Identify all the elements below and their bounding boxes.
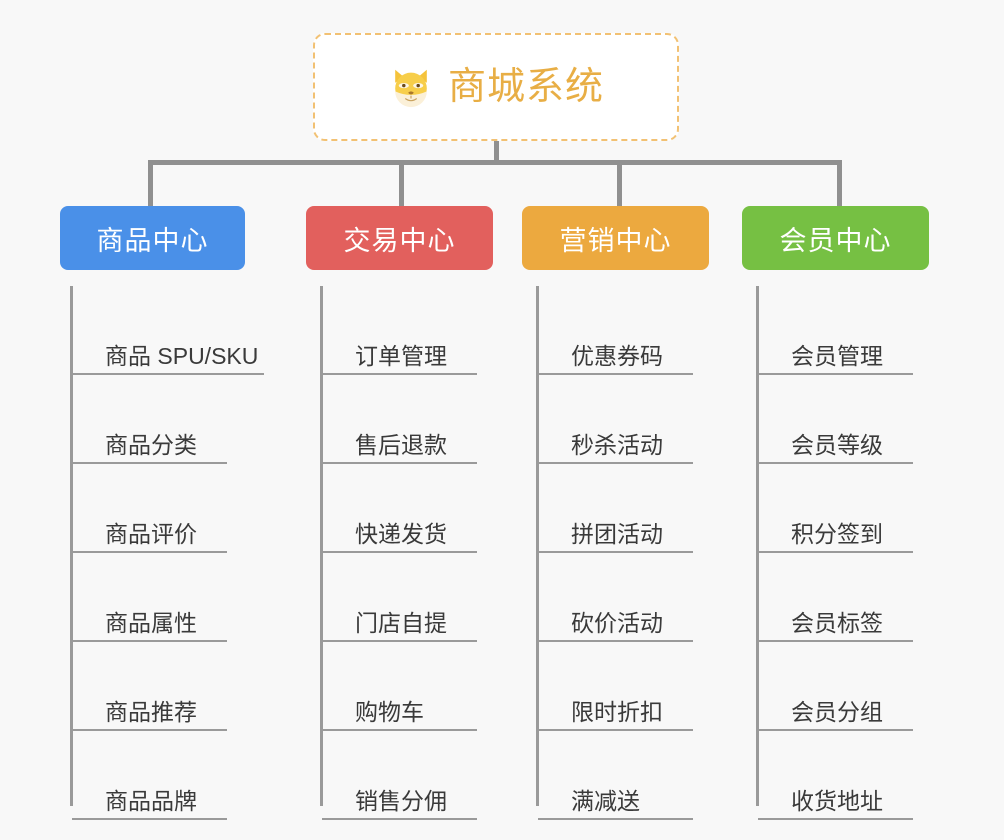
leaf-item-underline xyxy=(322,462,477,464)
branch-spine-trade xyxy=(320,286,323,806)
root-title: 商城系统 xyxy=(447,66,604,108)
leaf-item-underline xyxy=(758,462,913,464)
branch-item-list-marketing: 优惠券码秒杀活动拼团活动砍价活动限时折扣满减送 xyxy=(536,286,729,820)
leaf-item-label: 积分签到 xyxy=(791,520,883,547)
leaf-item-underline xyxy=(538,729,693,731)
leaf-item[interactable]: 商品推荐 xyxy=(72,642,260,731)
leaf-item-underline xyxy=(322,551,477,553)
leaf-item[interactable]: 销售分佣 xyxy=(322,731,511,820)
branch-item-list-product: 商品 SPU/SKU 商品分类商品评价商品属性商品推荐商品品牌 xyxy=(70,286,264,820)
connector-drop-2 xyxy=(399,160,404,208)
branch-column-marketing: 营销中心优惠券码秒杀活动拼团活动砍价活动限时折扣满减送 xyxy=(509,206,729,820)
leaf-item[interactable]: 门店自提 xyxy=(322,553,511,642)
leaf-item-underline xyxy=(538,818,693,820)
root-node[interactable]: 商城系统 xyxy=(313,33,679,141)
leaf-item[interactable]: 商品评价 xyxy=(72,464,260,553)
leaf-item-label: 销售分佣 xyxy=(355,787,447,814)
branch-spine-member xyxy=(756,286,759,806)
leaf-item-underline xyxy=(538,373,693,375)
leaf-item-underline xyxy=(72,462,227,464)
branch-columns: 商品中心商品 SPU/SKU 商品分类商品评价商品属性商品推荐商品品牌 交易中心订单… xyxy=(0,206,1004,840)
branch-header-trade[interactable]: 交易中心 xyxy=(306,206,493,270)
branch-spine-product xyxy=(70,286,73,806)
leaf-item-label: 商品推荐 xyxy=(105,698,197,725)
leaf-item[interactable]: 订单管理 xyxy=(322,286,511,375)
branch-spine-marketing xyxy=(536,286,539,806)
connector-trunk xyxy=(494,141,499,164)
leaf-item[interactable]: 砍价活动 xyxy=(538,553,729,642)
leaf-item-underline xyxy=(72,551,227,553)
leaf-item-underline xyxy=(322,818,477,820)
leaf-item-underline xyxy=(538,551,693,553)
shiba-dog-face-icon xyxy=(395,69,427,108)
leaf-item[interactable]: 会员等级 xyxy=(758,375,949,464)
leaf-item[interactable]: 商品属性 xyxy=(72,553,260,642)
leaf-item[interactable]: 收货地址 xyxy=(758,731,949,820)
leaf-item-label: 优惠券码 xyxy=(571,342,663,369)
leaf-item[interactable]: 拼团活动 xyxy=(538,464,729,553)
leaf-item[interactable]: 积分签到 xyxy=(758,464,949,553)
leaf-item-underline xyxy=(72,373,264,375)
leaf-item-label: 会员分组 xyxy=(791,698,883,725)
connector-drop-3 xyxy=(617,160,622,208)
leaf-item-underline xyxy=(72,818,227,820)
leaf-item-underline xyxy=(758,818,913,820)
branch-column-trade: 交易中心订单管理售后退款快递发货门店自提购物车销售分佣 xyxy=(291,206,511,820)
leaf-item-label: 收货地址 xyxy=(791,787,883,814)
leaf-item-label: 限时折扣 xyxy=(571,698,663,725)
leaf-item[interactable]: 快递发货 xyxy=(322,464,511,553)
leaf-item-label: 拼团活动 xyxy=(571,520,663,547)
leaf-item-underline xyxy=(72,640,227,642)
leaf-item-underline xyxy=(538,462,693,464)
leaf-item[interactable]: 会员标签 xyxy=(758,553,949,642)
leaf-item-underline xyxy=(758,729,913,731)
leaf-item-label: 商品分类 xyxy=(105,431,197,458)
leaf-item[interactable]: 满减送 xyxy=(538,731,729,820)
leaf-item[interactable]: 限时折扣 xyxy=(538,642,729,731)
branch-column-member: 会员中心会员管理会员等级积分签到会员标签会员分组收货地址 xyxy=(729,206,949,820)
leaf-item-label: 购物车 xyxy=(355,698,424,725)
leaf-item-label: 会员等级 xyxy=(791,431,883,458)
leaf-item-underline xyxy=(322,373,477,375)
leaf-item-underline xyxy=(758,640,913,642)
branch-header-marketing[interactable]: 营销中心 xyxy=(522,206,709,270)
leaf-item-underline xyxy=(322,640,477,642)
leaf-item-label: 砍价活动 xyxy=(571,609,663,636)
leaf-item[interactable]: 购物车 xyxy=(322,642,511,731)
leaf-item-label: 快递发货 xyxy=(355,520,447,547)
leaf-item-underline xyxy=(758,551,913,553)
leaf-item-underline xyxy=(758,373,913,375)
leaf-item[interactable]: 秒杀活动 xyxy=(538,375,729,464)
leaf-item-label: 满减送 xyxy=(571,787,640,814)
connector-bus xyxy=(148,160,842,165)
leaf-item[interactable]: 商品品牌 xyxy=(72,731,260,820)
leaf-item-underline xyxy=(538,640,693,642)
leaf-item-label: 商品属性 xyxy=(105,609,197,636)
leaf-item[interactable]: 会员分组 xyxy=(758,642,949,731)
leaf-item-label: 门店自提 xyxy=(355,609,447,636)
branch-column-product: 商品中心商品 SPU/SKU 商品分类商品评价商品属性商品推荐商品品牌 xyxy=(40,206,264,820)
connector-drop-4 xyxy=(837,160,842,208)
leaf-item-label: 会员管理 xyxy=(791,342,883,369)
branch-header-product[interactable]: 商品中心 xyxy=(60,206,245,270)
leaf-item[interactable]: 售后退款 xyxy=(322,375,511,464)
leaf-item-label: 售后退款 xyxy=(355,431,447,458)
leaf-item-label: 会员标签 xyxy=(791,609,883,636)
leaf-item-underline xyxy=(322,729,477,731)
leaf-item-label: 商品评价 xyxy=(105,520,197,547)
branch-item-list-trade: 订单管理售后退款快递发货门店自提购物车销售分佣 xyxy=(320,286,511,820)
leaf-item[interactable]: 优惠券码 xyxy=(538,286,729,375)
leaf-item[interactable]: 商品 SPU/SKU xyxy=(72,286,264,375)
leaf-item-label: 订单管理 xyxy=(355,342,447,369)
leaf-item-underline xyxy=(72,729,227,731)
leaf-item-label: 商品品牌 xyxy=(105,787,197,814)
branch-header-member[interactable]: 会员中心 xyxy=(742,206,929,270)
leaf-item[interactable]: 商品分类 xyxy=(72,375,260,464)
leaf-item-label: 商品 SPU/SKU xyxy=(105,342,259,369)
leaf-item[interactable]: 会员管理 xyxy=(758,286,949,375)
branch-item-list-member: 会员管理会员等级积分签到会员标签会员分组收货地址 xyxy=(756,286,949,820)
leaf-item-label: 秒杀活动 xyxy=(571,431,663,458)
connector-drop-1 xyxy=(148,160,153,208)
